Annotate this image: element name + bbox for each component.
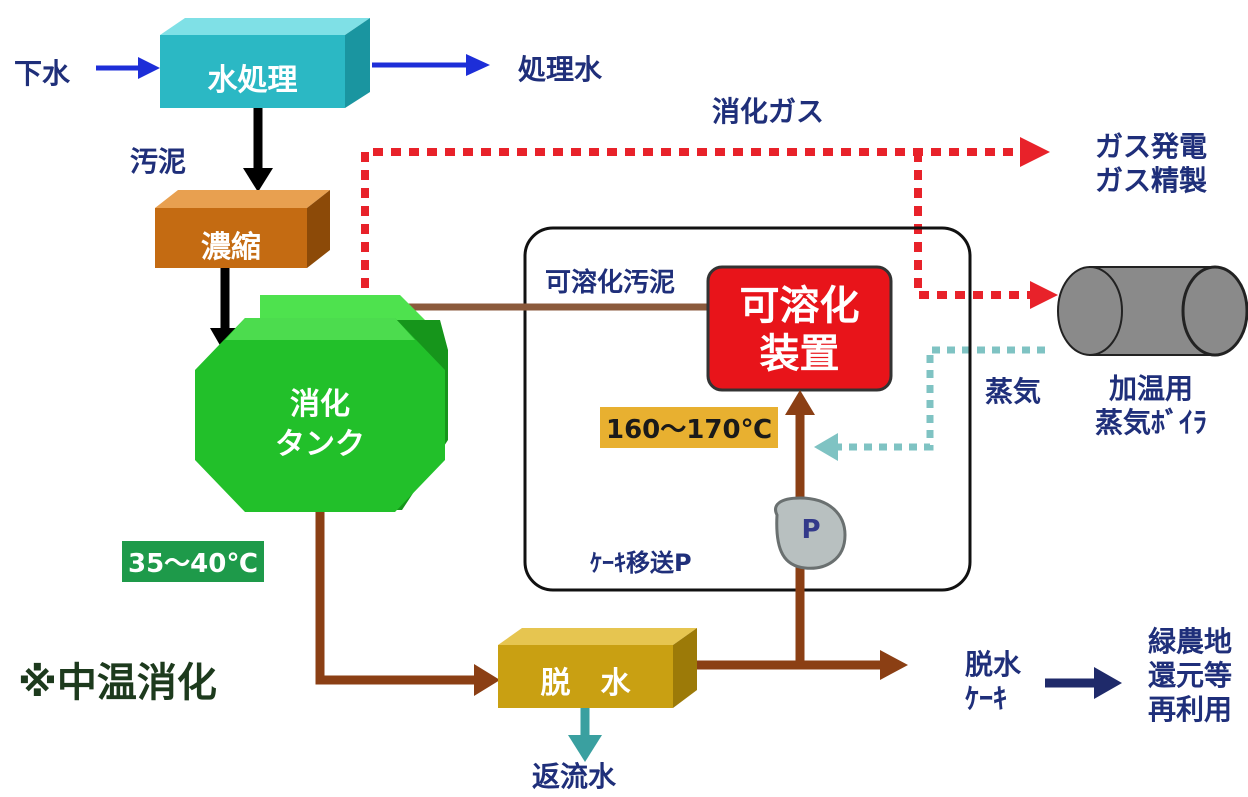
water-treatment-box [160,18,370,108]
sewage-label: 下水 [14,57,71,90]
steam-line [835,346,1045,451]
solubilized-sludge-label: 可溶化汚泥 [545,268,676,298]
dewatered-cake-label: 脱水 ｹｰｷ [965,648,1021,716]
thickening-box [155,190,330,268]
reuse-label: 緑農地 還元等 再利用 [1148,625,1232,727]
solubilizer-label-line1: 可溶化 [739,283,860,329]
dewatering-label: 脱 水 [540,666,631,701]
boiler-label: 加温用 蒸気ﾎﾞｲﾗ [1095,372,1207,440]
solubilizer-temperature-badge: 160～170℃ [600,407,779,448]
digestion-gas-line [361,148,1030,299]
reuse-arrow [1045,667,1122,699]
digestion-gas-label: 消化ガス [712,95,825,128]
return-water-label: 返流水 [532,760,617,793]
treated-water-label: 処理水 [518,53,603,86]
gas-uses-line2: ガス精製 [1095,164,1208,197]
pump-icon [774,496,847,570]
dewatered-cake-line1: 脱水 [965,648,1022,681]
boiler-cylinder-icon [1057,265,1248,357]
digestion-tank-label: 消化 タンク [225,385,415,465]
digestion-temperature-badge: 35～40℃ [122,541,264,582]
treated-water-outflow-arrow [372,54,490,76]
sludge-arrow-1 [243,108,273,192]
digestion-tank-label-line2: タンク [275,427,365,462]
gas-power-arrowhead [1020,137,1050,167]
thickening-label: 濃縮 [201,230,261,265]
gas-uses-line1: ガス発電 [1095,130,1208,163]
solubilization-enclosure [523,226,972,592]
pump-label: P [801,515,821,545]
solubilizer-box [706,265,893,392]
reuse-line3: 再利用 [1148,693,1233,726]
reuse-line1: 緑農地 [1148,625,1233,658]
mesophilic-digestion-note: ※中温消化 [18,660,217,706]
return-water-arrow [568,708,602,762]
steam-label: 蒸気 [985,375,1042,408]
cake-pump-label: ｹｰｷ移送P [590,549,692,577]
solubilizer-label-line2: 装置 [759,331,840,377]
steam-arrowhead [814,433,838,461]
gas-boiler-arrowhead [1030,281,1058,309]
cake-output-line [697,650,908,680]
dewatered-cake-line2: ｹｰｷ [965,682,1008,715]
sludge-label: 汚泥 [130,145,187,178]
digestion-tank [195,295,448,512]
boiler-label-line1: 加温用 [1109,372,1194,405]
solubilizer-label: 可溶化 装置 [708,282,891,378]
dewatering-box [498,628,697,708]
sewage-inflow-arrow [96,57,160,79]
digestion-tank-label-line1: 消化 [290,387,350,422]
digested-sludge-line [315,512,500,696]
gas-uses-label: ガス発電 ガス精製 [1095,130,1207,198]
reuse-line2: 還元等 [1148,659,1233,692]
boiler-label-line2: 蒸気ﾎﾞｲﾗ [1095,406,1208,439]
water-treatment-label: 水処理 [207,63,298,98]
